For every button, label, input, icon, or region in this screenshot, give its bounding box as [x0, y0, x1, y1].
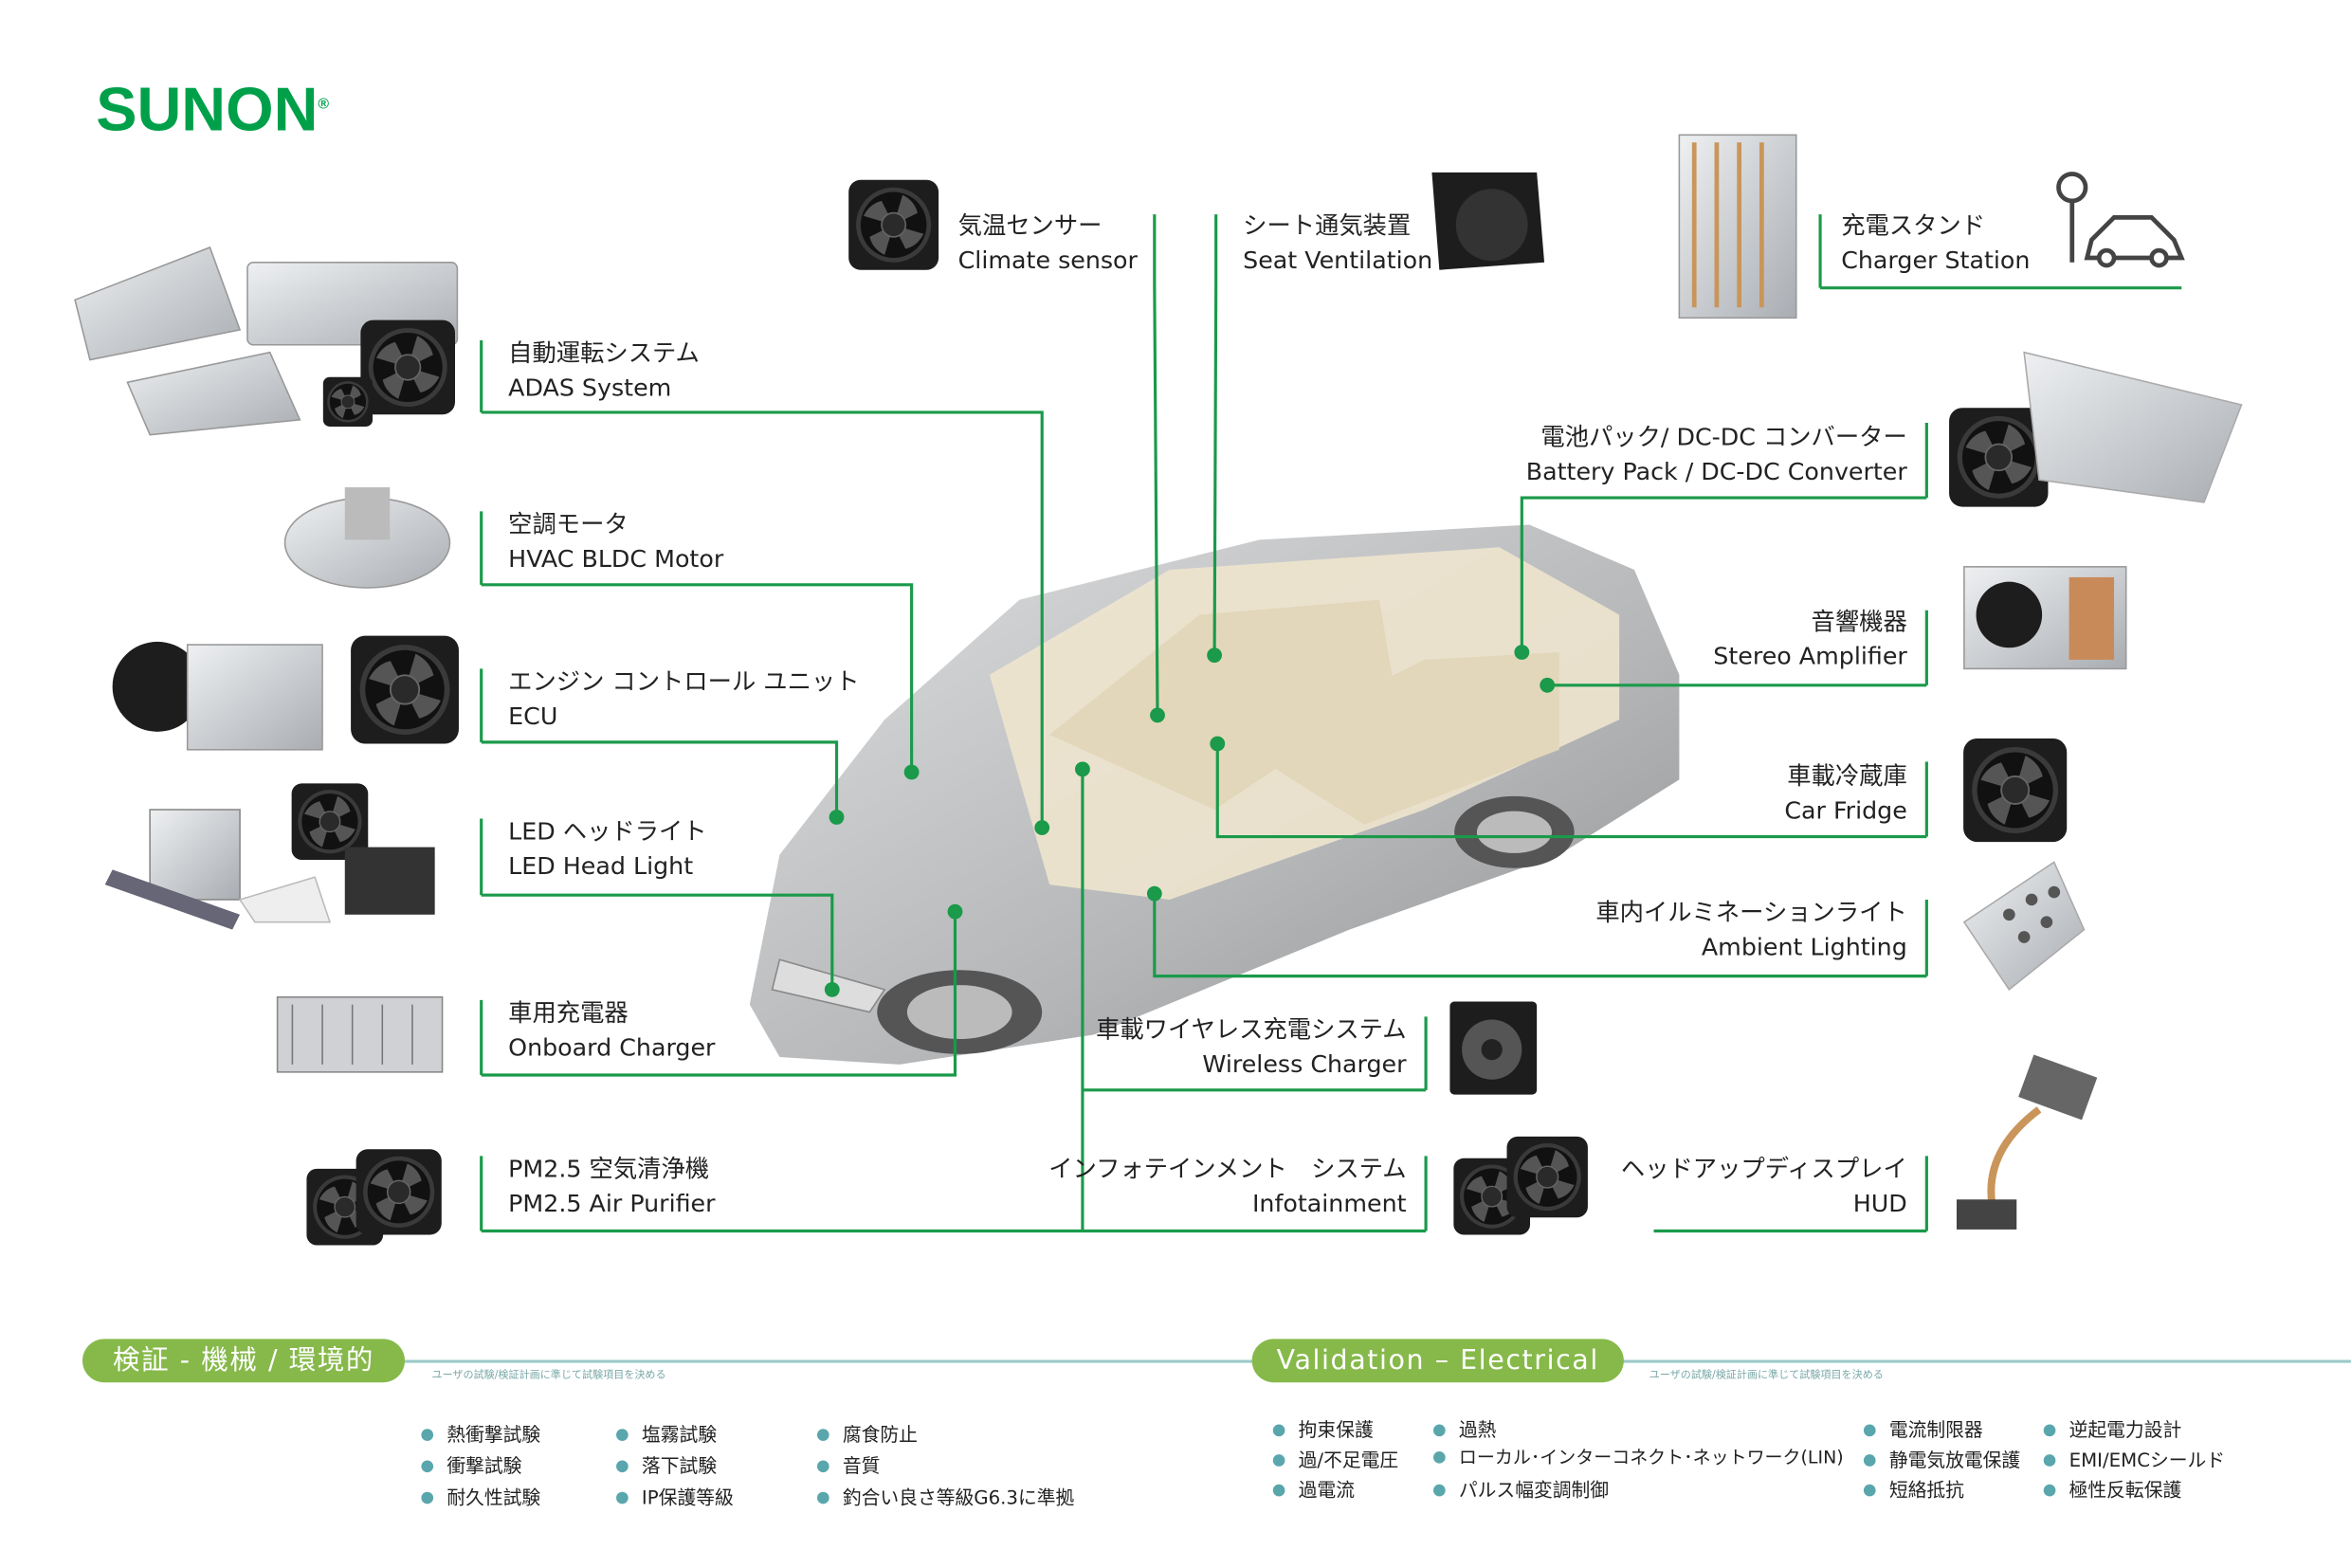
label-en: HVAC BLDC Motor	[508, 544, 724, 574]
battery-coldplate-image	[2023, 351, 2243, 503]
validation-item: 拘束保護	[1272, 1413, 1374, 1442]
callout-hvac: 空調モータ HVAC BLDC Motor	[508, 507, 723, 576]
ambient-heatsink-image	[1962, 861, 2086, 992]
validation-item: 耐久性試験	[421, 1482, 540, 1510]
validation-mechanical-title: 検証 - 機械 / 環境的	[82, 1339, 406, 1383]
hud-heatpipe-image	[1956, 1054, 2098, 1230]
callout-led-head-light: LED ヘッドライト LED Head Light	[508, 814, 706, 884]
validation-item: 逆起電力設計	[2043, 1413, 2181, 1442]
amplifier-heatsink-image	[1963, 566, 2127, 670]
onboard-heatsink-image	[276, 995, 444, 1073]
validation-electrical-title: Validation – Electrical	[1251, 1339, 1624, 1383]
validation-item: 過電流	[1272, 1474, 1355, 1503]
validation-item: 衝撃試験	[421, 1449, 521, 1478]
callout-ambient-lighting: 車内イルミネーションライト Ambient Lighting	[1595, 895, 1906, 964]
label-en: Infotainment	[1251, 1189, 1407, 1218]
fan-icon	[1962, 738, 2069, 843]
label-en: PM2.5 Air Purifier	[508, 1189, 716, 1218]
validation-item: 短絡抵抗	[1863, 1474, 1964, 1503]
label-jp: 音響機器	[1811, 607, 1907, 636]
led-heatsink-image	[104, 809, 241, 930]
label-jp: 自動運転システム	[508, 338, 700, 368]
hvac-motor-image	[283, 487, 451, 589]
validation-item: EMI/EMCシールド	[2043, 1444, 2225, 1472]
callout-charger-station: 充電スタンド Charger Station	[1841, 209, 2030, 278]
label-en: Onboard Charger	[508, 1032, 716, 1062]
label-jp: インフォテインメント システム	[1048, 1154, 1407, 1183]
label-en: Climate sensor	[957, 246, 1138, 275]
label-en: Stereo Amplifier	[1713, 641, 1907, 670]
car-illustration	[749, 524, 1680, 1065]
validation-item: 釣合い良さ等級G6.3に準拠	[816, 1482, 1074, 1510]
callout-ecu: エンジン コントロール ユニット ECU	[508, 665, 859, 734]
label-jp: 車載ワイヤレス充電システム	[1096, 1014, 1407, 1044]
validation-item: IP保護等級	[616, 1482, 734, 1510]
validation-item: 過/不足電圧	[1272, 1444, 1398, 1472]
validation-electrical-subtitle: ユーザの試験/検証計画に準じて試験項目を決める	[1649, 1369, 1884, 1381]
label-jp: ヘッドアップディスプレイ	[1620, 1154, 1907, 1183]
label-en: Battery Pack / DC-DC Converter	[1525, 457, 1907, 486]
validation-item: パルス幅変調制御	[1433, 1474, 1609, 1503]
callout-hud: ヘッドアップディスプレイ HUD	[1621, 1152, 1907, 1221]
callout-wireless-charger: 車載ワイヤレス充電システム Wireless Charger	[1096, 1012, 1406, 1082]
validation-item: 熱衝撃試験	[421, 1418, 540, 1447]
validation-item: 音質	[816, 1449, 880, 1478]
validation-item: 落下試験	[616, 1449, 717, 1478]
fan-icon	[359, 319, 456, 416]
led-module-image	[238, 847, 435, 923]
label-jp: 気温センサー	[957, 211, 1103, 241]
ev-charger-icon	[2056, 172, 2185, 268]
ecu-blower-image	[112, 641, 323, 751]
validation-item: 電流制限器	[1863, 1413, 1983, 1442]
blower-fan-image	[1449, 1001, 1538, 1095]
callout-onboard-charger: 車用充電器 Onboard Charger	[508, 995, 715, 1065]
label-en: Wireless Charger	[1202, 1049, 1407, 1079]
validation-item: 塩霧試験	[616, 1418, 717, 1447]
label-jp: 充電スタンド	[1841, 211, 1986, 241]
validation-mechanical-subtitle: ユーザの試験/検証計画に準じて試験項目を決める	[431, 1369, 666, 1381]
label-en: Charger Station	[1841, 246, 2031, 275]
callout-stereo-amplifier: 音響機器 Stereo Amplifier	[1713, 604, 1906, 673]
validation-item: ローカル･インターコネクト･ネットワーク(LIN)	[1433, 1444, 1844, 1469]
callout-car-fridge: 車載冷蔵庫 Car Fridge	[1784, 758, 1906, 828]
validation-item: 静電気放電保護	[1863, 1444, 2020, 1472]
callout-battery-pack: 電池パック/ DC-DC コンバーター Battery Pack / DC-DC …	[1526, 420, 1907, 489]
fan-icon	[322, 376, 374, 428]
validation-item: 極性反転保護	[2043, 1474, 2181, 1503]
label-en: LED Head Light	[508, 851, 694, 881]
fan-icon	[847, 179, 939, 271]
label-jp: エンジン コントロール ユニット	[508, 666, 860, 696]
validation-item: 腐食防止	[816, 1418, 918, 1447]
label-jp: 車載冷蔵庫	[1787, 761, 1907, 791]
callout-infotainment: インフォテインメント システム Infotainment	[1048, 1152, 1406, 1221]
blower-fan-image	[1431, 172, 1545, 270]
label-jp: 電池パック/ DC-DC コンバーター	[1540, 423, 1907, 452]
label-en: Seat Ventilation	[1243, 246, 1433, 275]
label-jp: 車用充電器	[508, 998, 629, 1028]
sunon-logo: SUNON®	[96, 75, 330, 144]
validation-item: 過熱	[1433, 1413, 1496, 1442]
callout-adas: 自動運転システム ADAS System	[508, 336, 700, 405]
callout-pm25: PM2.5 空気清浄機 PM2.5 Air Purifier	[508, 1152, 715, 1221]
label-en: HUD	[1852, 1189, 1907, 1218]
label-en: Ambient Lighting	[1701, 932, 1907, 961]
fan-icon	[350, 634, 460, 745]
label-en: ECU	[508, 702, 558, 731]
callout-seat-ventilation: シート通気装置 Seat Ventilation	[1243, 209, 1432, 278]
label-en: ADAS System	[508, 373, 672, 402]
label-jp: 空調モータ	[508, 509, 629, 538]
label-jp: PM2.5 空気清浄機	[508, 1154, 710, 1183]
label-jp: シート通気装置	[1243, 211, 1412, 241]
callout-climate-sensor: 気温センサー Climate sensor	[958, 209, 1138, 278]
label-en: Car Fridge	[1784, 795, 1907, 825]
label-jp: LED ヘッドライト	[508, 816, 707, 847]
fan-icon	[1505, 1136, 1589, 1218]
fan-icon	[355, 1148, 443, 1236]
charger-heatsink-image	[1678, 134, 1797, 319]
label-jp: 車内イルミネーションライト	[1595, 898, 1907, 927]
